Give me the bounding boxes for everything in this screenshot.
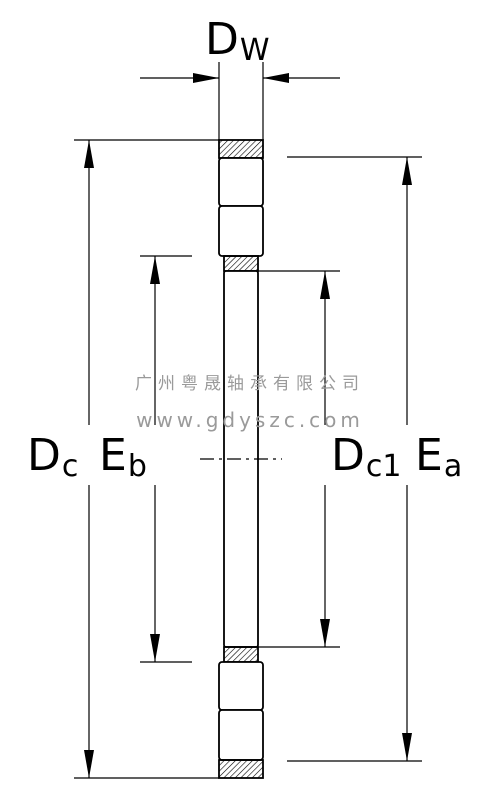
upper-inner-washer (223, 255, 259, 272)
eb-label-sub: b (127, 449, 147, 484)
top-washer (218, 139, 264, 159)
dc1-label: Dc1 (331, 434, 401, 482)
eb-label: Eb (99, 434, 147, 482)
ea-label: Ea (415, 434, 462, 482)
lower-roller-1 (218, 661, 264, 711)
dw-label-sub: W (239, 33, 270, 68)
eb-label-main: E (99, 430, 127, 481)
watermark-company: 广州粤晟轴承有限公司 (135, 374, 365, 394)
dw-arrow-left (193, 73, 219, 83)
dimension-arrows (84, 73, 412, 778)
dw-label-main: D (205, 14, 239, 65)
lower-inner-washer (223, 646, 259, 663)
upper-roller-2 (218, 205, 264, 257)
watermark-url: www.gdyszc.com (136, 408, 364, 432)
upper-roller-1 (218, 157, 264, 207)
eb-arrow-bottom (150, 634, 160, 662)
dc1-label-main: D (331, 430, 365, 481)
dw-arrow-right (263, 73, 289, 83)
dc-label: Dc (27, 434, 78, 482)
ea-label-sub: a (443, 449, 463, 484)
dc-arrow-bottom (84, 750, 94, 778)
ea-arrow-bottom (402, 733, 412, 761)
dc-arrow-top (84, 140, 94, 168)
dw-label: DW (205, 18, 270, 66)
ea-label-main: E (415, 430, 443, 481)
eb-arrow-top (150, 256, 160, 284)
bottom-washer (218, 759, 264, 779)
dc1-label-sub: c1 (365, 449, 402, 484)
dc1-arrow-top (320, 271, 330, 299)
dc-label-main: D (27, 430, 61, 481)
ea-arrow-top (402, 157, 412, 185)
lower-roller-2 (218, 709, 264, 761)
dc1-arrow-bottom (320, 619, 330, 647)
dc-label-sub: c (61, 449, 79, 484)
